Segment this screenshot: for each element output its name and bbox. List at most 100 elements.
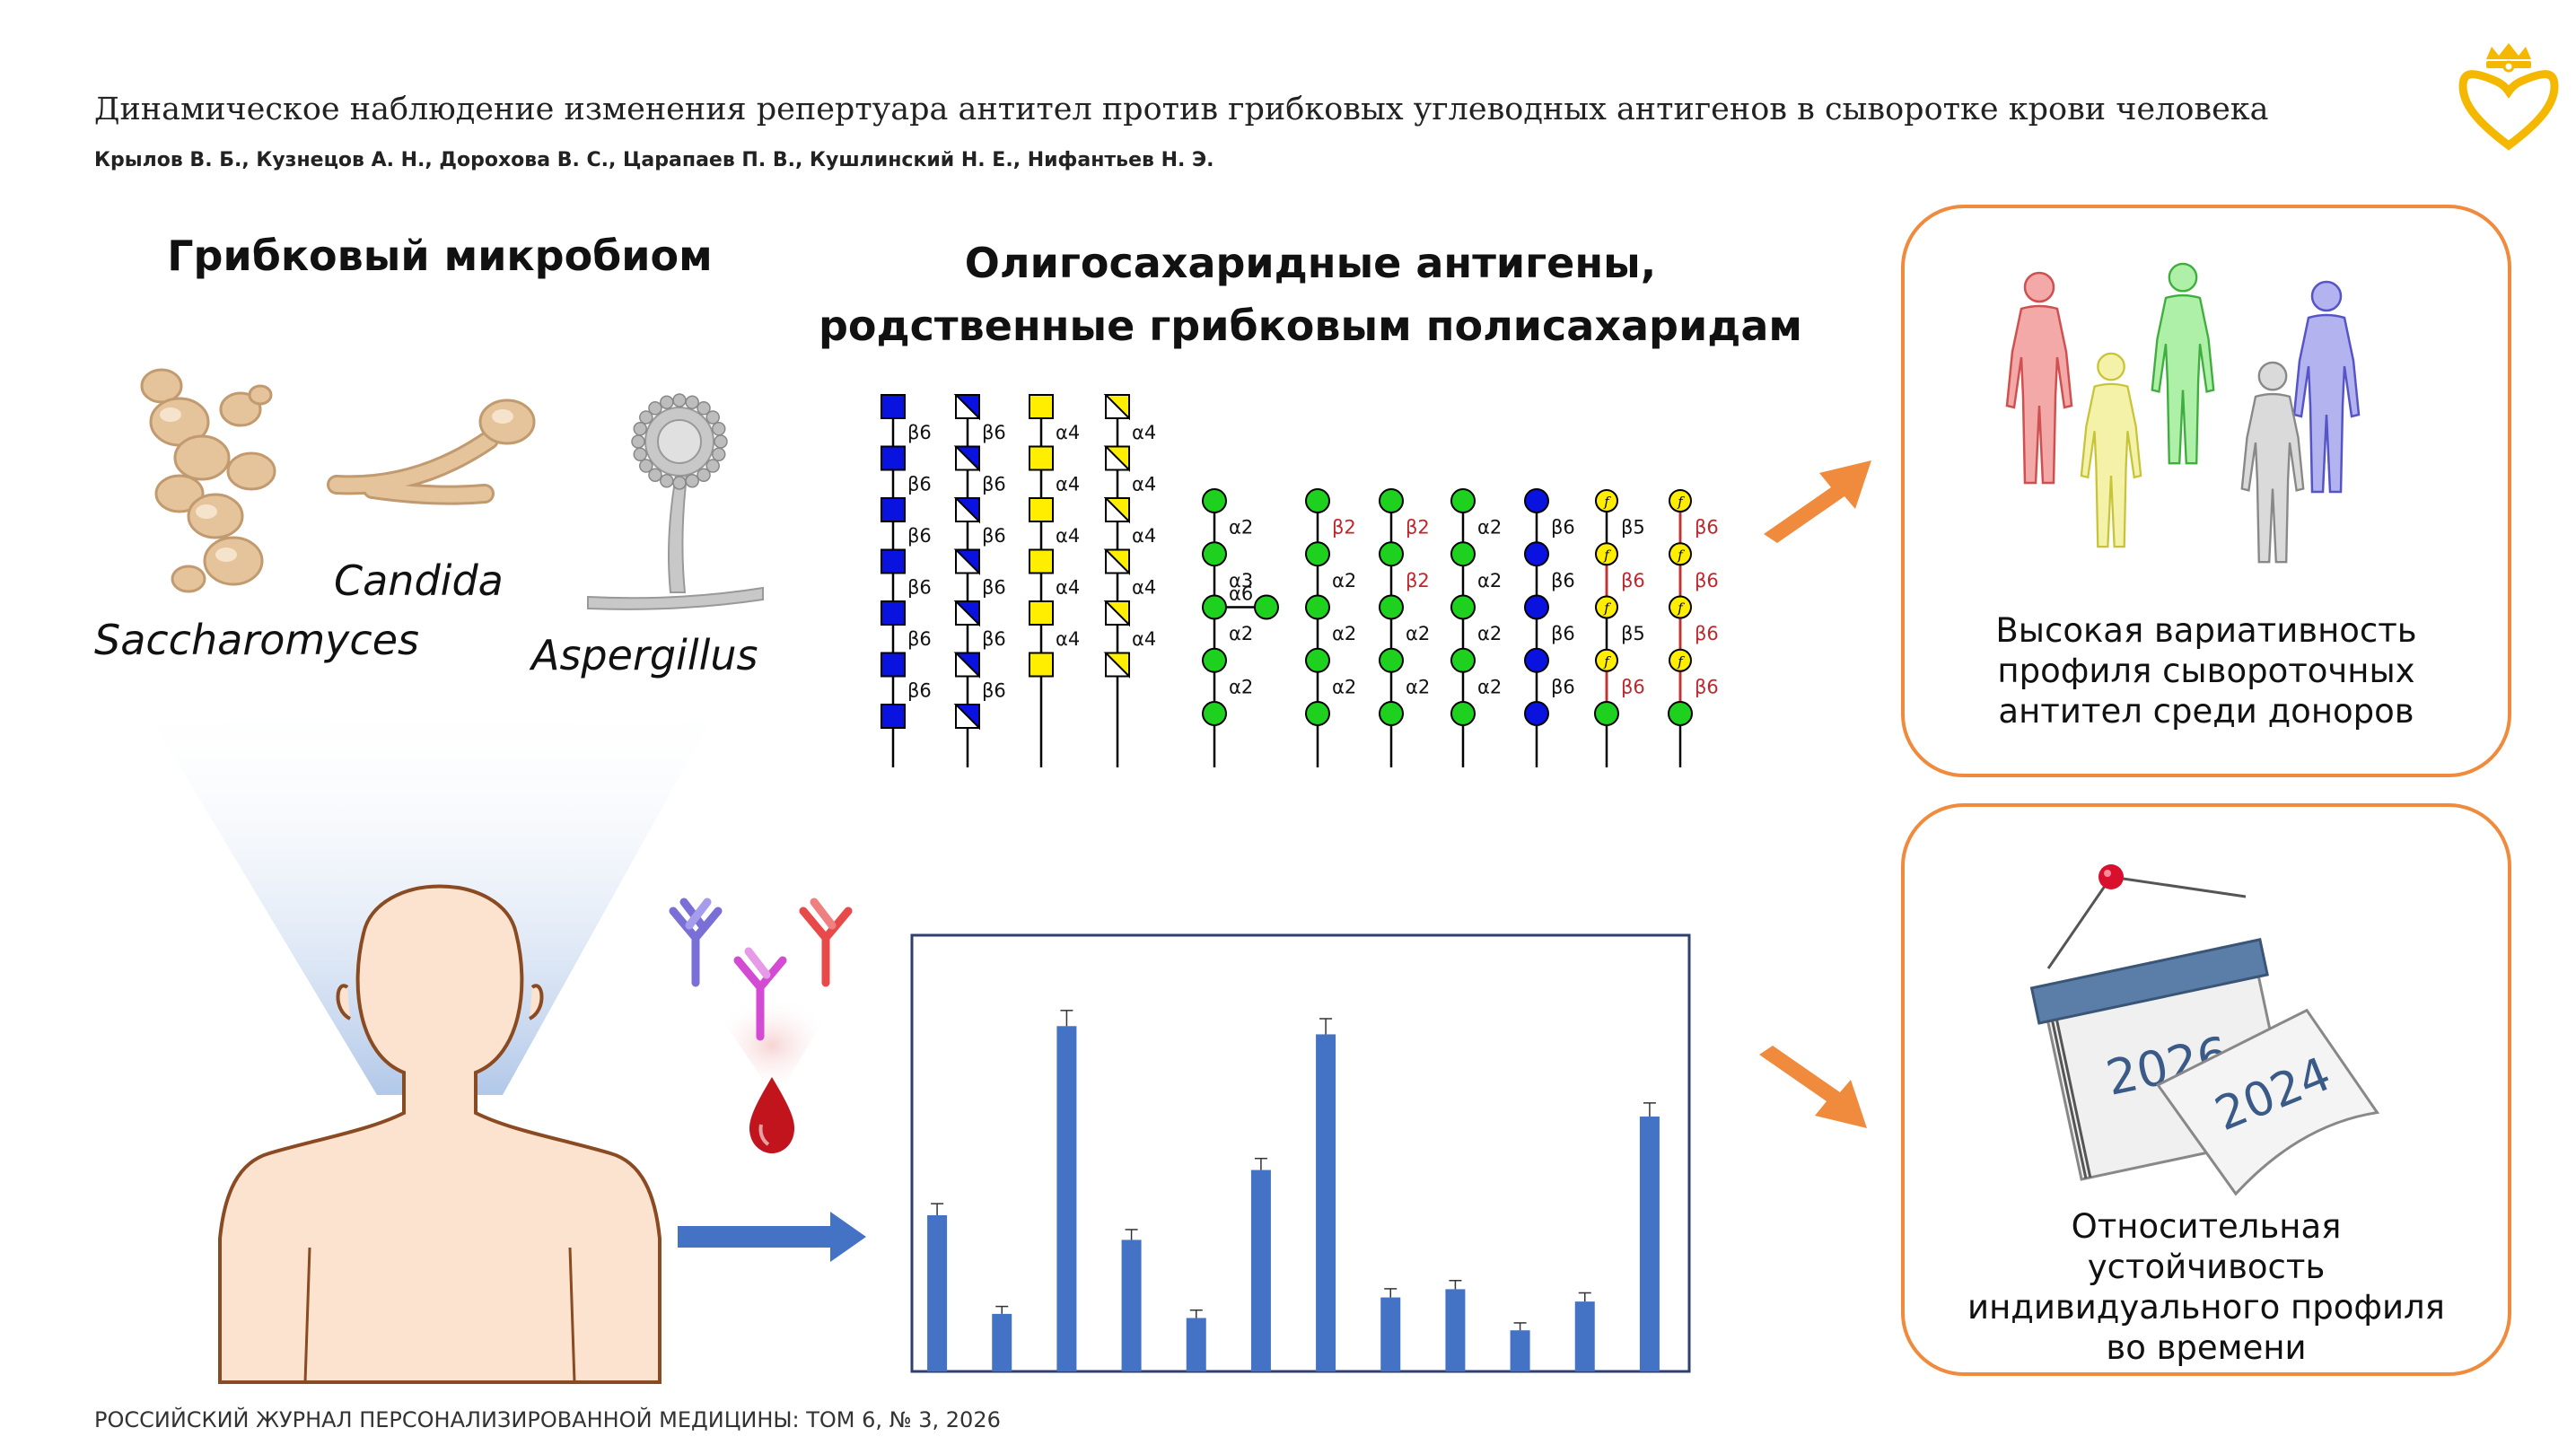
stability-text: Относительная устойчивость индивидуально…: [1967, 1207, 2445, 1367]
yellow-square-icon: [1029, 497, 1054, 522]
half-yellow-square-icon: [1103, 445, 1130, 472]
antigens-heading-line2: родственные грибковым полисахаридам: [818, 302, 1803, 350]
bar: [1639, 1117, 1660, 1371]
linkage-label: β6: [982, 679, 1006, 701]
linkage-label: β6: [907, 473, 932, 495]
linkage-label: α4: [1132, 473, 1156, 495]
journal-logo: [2458, 43, 2559, 151]
half-yellow-square-icon: [1103, 548, 1130, 575]
species-candida: Candida: [334, 556, 504, 605]
aspergillus-illustration: [587, 393, 764, 610]
linkage-label: β6: [907, 525, 932, 547]
linkage-label: β6: [907, 576, 932, 598]
linkage-label: β6: [1551, 570, 1575, 591]
svg-text:f: f: [1677, 547, 1685, 563]
svg-text:f: f: [1677, 494, 1685, 510]
variability-text: Высокая вариативность профиля сывороточн…: [1995, 611, 2417, 731]
arrow-right-icon: [678, 1212, 866, 1262]
chart-frame: [910, 933, 1691, 1373]
linkage-label: α2: [1332, 676, 1356, 697]
antibody-red-icon: [799, 898, 853, 987]
half-yellow-square-icon: [1103, 394, 1130, 421]
yellow-square-icon: [1029, 548, 1054, 574]
green-circle-icon: [1379, 594, 1404, 620]
donor-figure-icon: [2292, 280, 2361, 494]
green-circle-icon: [1305, 488, 1330, 513]
linkage-label: α2: [1229, 517, 1253, 539]
linkage-label: α4: [1132, 628, 1156, 650]
donor-figure-icon: [2151, 262, 2215, 465]
blue-circle-icon: [1524, 541, 1549, 567]
green-circle-icon: [1305, 647, 1330, 673]
green-circle-icon: [1450, 488, 1476, 513]
yellow-square-icon: [1029, 445, 1054, 471]
species-saccharomyces: Saccharomyces: [94, 616, 419, 664]
galf-icon: f: [1669, 648, 1692, 672]
authors-line: Крылов В. Б., Кузнецов А. Н., Дорохова В…: [94, 149, 1214, 171]
bar: [927, 1214, 948, 1371]
linkage-label: β2: [1406, 517, 1430, 539]
variability-box: Высокая вариативность профиля сывороточн…: [1901, 205, 2511, 777]
linkage-label: β6: [982, 628, 1006, 650]
antibody-blue-icon: [669, 898, 723, 987]
donor-figure-icon: [2240, 361, 2305, 564]
arrow-downright-icon: [1759, 1046, 1867, 1128]
linkage-label: α3: [1229, 570, 1253, 591]
galf-icon: f: [1595, 648, 1618, 672]
blue-circle-icon: [1524, 701, 1549, 726]
green-circle-icon: [1305, 701, 1330, 726]
linkage-label: β2: [1332, 517, 1356, 539]
linkage-label: β6: [907, 628, 932, 650]
linkage-label: α2: [1406, 676, 1430, 697]
linkage-label: β6: [1695, 570, 1719, 591]
linkage-label: β6: [1695, 676, 1719, 697]
candida-illustration: [327, 399, 536, 505]
linkage-label: β5: [1621, 517, 1645, 539]
linkage-label: β6: [982, 473, 1006, 495]
svg-text:f: f: [1603, 653, 1611, 670]
green-circle-icon: [1254, 594, 1279, 620]
half-blue-square-icon: [953, 394, 980, 421]
green-circle-icon: [1450, 647, 1476, 673]
yellow-square-icon: [1029, 600, 1054, 626]
journal-footer: РОССИЙСКИЙ ЖУРНАЛ ПЕРСОНАЛИЗИРОВАННОЙ МЕ…: [94, 1407, 1001, 1432]
arrow-upright-icon: [1764, 460, 1871, 543]
linkage-label: α4: [1132, 422, 1156, 443]
linkage-label: α2: [1477, 517, 1502, 539]
linkage-label: β6: [907, 422, 932, 443]
donor-figure-icon: [2005, 271, 2073, 485]
blue-square-icon: [881, 394, 906, 419]
linkage-label: β2: [1406, 570, 1430, 591]
green-circle-icon: [1379, 647, 1404, 673]
linkage-label: β5: [1621, 623, 1645, 644]
galf-icon: f: [1669, 542, 1692, 566]
half-blue-square-icon: [953, 652, 980, 679]
green-circle-icon: [1202, 541, 1227, 567]
linkage-label: α2: [1477, 676, 1502, 697]
galf-icon: f: [1595, 489, 1618, 512]
galf-icon: f: [1595, 595, 1618, 619]
species-aspergillus: Aspergillus: [531, 631, 758, 679]
bar: [1056, 1026, 1077, 1371]
linkage-label: α4: [1056, 422, 1080, 443]
bar: [992, 1313, 1012, 1371]
svg-text:f: f: [1603, 547, 1611, 563]
green-circle-icon: [1305, 541, 1330, 567]
antigens-heading-line1: Олигосахаридные антигены,: [964, 239, 1657, 287]
green-circle-icon: [1668, 701, 1693, 726]
microbiome-heading: Грибковый микробиом: [167, 232, 713, 280]
yellow-square-icon: [1029, 394, 1054, 419]
antigens-heading: Олигосахаридные антигены, родственные гр…: [772, 232, 1849, 357]
linkage-label: α4: [1056, 473, 1080, 495]
blue-circle-icon: [1524, 594, 1549, 620]
blue-square-icon: [881, 652, 906, 678]
half-blue-square-icon: [953, 497, 980, 524]
